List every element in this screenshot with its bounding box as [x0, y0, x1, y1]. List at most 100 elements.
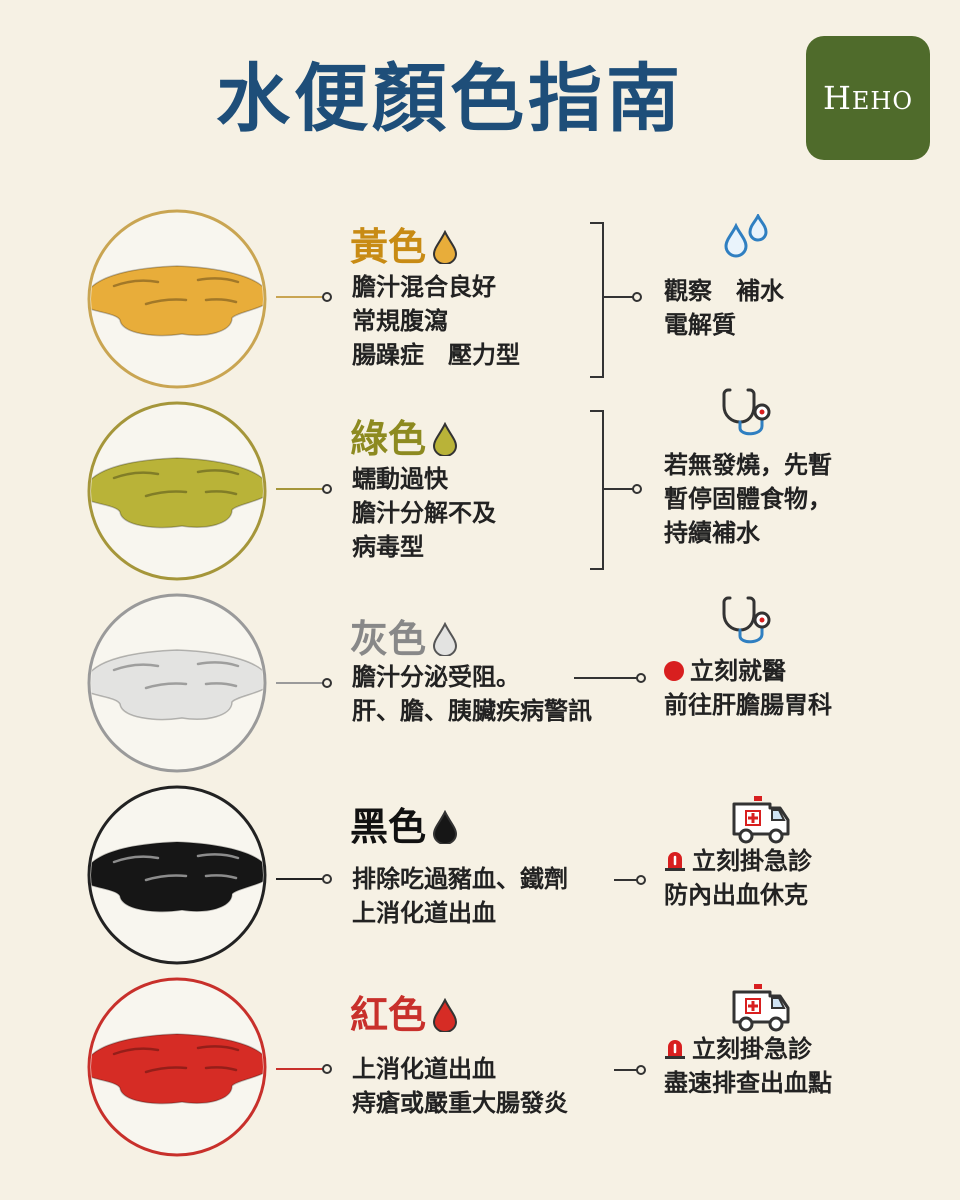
connector-dot	[636, 875, 646, 885]
stool-bowl-icon	[87, 785, 267, 965]
ambulance-icon	[732, 796, 790, 844]
connector-dot	[632, 484, 642, 494]
cause-line: 膽汁分泌受阻。	[352, 663, 520, 691]
alert-icon	[665, 852, 685, 871]
stool-bowl-icon	[87, 209, 267, 389]
stool-bowl-icon	[87, 401, 267, 581]
cause-line: 病毒型	[352, 533, 424, 561]
connector-line	[574, 677, 640, 679]
bracket	[590, 410, 604, 570]
action-text: 觀察 補水	[664, 277, 784, 305]
color-row-3: 灰色膽汁分泌受阻。肝、膽、胰臟疾病警訊 立刻就醫前往肝膽腸胃科	[0, 592, 960, 782]
action-text: 若無發燒，先暫	[664, 451, 832, 479]
connector-dot	[322, 678, 332, 688]
action-text: 立刻掛急診	[692, 847, 812, 875]
connector-dot	[636, 673, 646, 683]
connector-line	[276, 1068, 326, 1070]
connector-line	[276, 878, 326, 880]
cause-line: 膽汁混合良好	[352, 273, 496, 301]
red-dot-icon	[664, 661, 684, 681]
color-name: 灰色	[350, 617, 427, 661]
cause-line: 常規腹瀉	[352, 307, 448, 335]
cause-description: 蠕動過快膽汁分解不及病毒型	[352, 462, 496, 564]
action-text: 持續補水	[664, 519, 760, 547]
color-name: 綠色	[350, 417, 427, 461]
stethoscope-icon	[722, 388, 771, 436]
action-line: 立刻掛急診	[664, 1032, 832, 1066]
action-line: 觀察 補水	[664, 274, 784, 308]
action-text: 電解質	[664, 311, 736, 339]
action-text: 防內出血休克	[664, 881, 808, 909]
action-line: 立刻掛急診	[664, 844, 812, 878]
action-advice: 觀察 補水電解質	[664, 274, 784, 342]
cause-description: 上消化道出血痔瘡或嚴重大腸發炎	[352, 1052, 568, 1120]
water-drops-icon	[724, 214, 768, 258]
connector-line	[276, 296, 326, 298]
action-text: 立刻掛急診	[692, 1035, 812, 1063]
connector-dot	[636, 1065, 646, 1075]
cause-description: 排除吃過豬血、鐵劑上消化道出血	[352, 862, 568, 930]
action-line: 暫停固體食物，	[664, 482, 832, 516]
connector-line	[604, 296, 634, 298]
cause-line: 肝、膽、胰臟疾病警訊	[352, 697, 592, 725]
connector-dot	[322, 874, 332, 884]
cause-description: 膽汁混合良好常規腹瀉腸躁症 壓力型	[352, 270, 520, 372]
cause-line: 腸躁症 壓力型	[352, 341, 520, 369]
stool-bowl-icon	[87, 593, 267, 773]
color-name: 黃色	[350, 225, 427, 269]
connector-line	[614, 1069, 640, 1071]
bracket	[590, 222, 604, 378]
stool-bowl-icon	[87, 977, 267, 1157]
color-name: 黑色	[350, 805, 427, 849]
drop-icon	[433, 998, 458, 1032]
action-text: 前往肝膽腸胃科	[664, 691, 832, 719]
connector-line	[604, 488, 634, 490]
cause-line: 痔瘡或嚴重大腸發炎	[352, 1089, 568, 1117]
drop-icon	[433, 230, 458, 264]
color-row-1: 黃色膽汁混合良好常規腹瀉腸躁症 壓力型 觀察 補水電解質	[0, 208, 960, 398]
drop-icon	[433, 810, 458, 844]
action-text: 盡速排查出血點	[664, 1069, 832, 1097]
cause-line: 上消化道出血	[352, 899, 496, 927]
color-row-2: 綠色蠕動過快膽汁分解不及病毒型 若無發燒，先暫暫停固體食物， 持續補水	[0, 388, 960, 590]
action-advice: 若無發燒，先暫暫停固體食物， 持續補水	[664, 448, 832, 550]
connector-line	[276, 682, 326, 684]
action-advice: 立刻掛急診盡速排查出血點	[664, 1032, 832, 1100]
heho-logo: HEHO	[806, 36, 930, 160]
cause-line: 排除吃過豬血、鐵劑	[352, 865, 568, 893]
action-advice: 立刻掛急診防內出血休克	[664, 844, 812, 912]
color-row-4: 黑色排除吃過豬血、鐵劑上消化道出血 立刻掛急診防內出血休克	[0, 784, 960, 974]
cause-description: 膽汁分泌受阻。肝、膽、胰臟疾病警訊	[352, 660, 592, 728]
color-heading: 黃色	[350, 228, 458, 266]
cause-line: 膽汁分解不及	[352, 499, 496, 527]
color-row-5: 紅色上消化道出血痔瘡或嚴重大腸發炎 立刻掛急診盡速排查出血點	[0, 976, 960, 1166]
connector-dot	[632, 292, 642, 302]
drop-icon	[433, 422, 458, 456]
action-advice: 立刻就醫前往肝膽腸胃科	[664, 654, 832, 722]
connector-line	[614, 879, 640, 881]
action-line: 持續補水	[664, 516, 832, 550]
cause-line: 上消化道出血	[352, 1055, 496, 1083]
action-line: 前往肝膽腸胃科	[664, 688, 832, 722]
color-heading: 綠色	[350, 420, 458, 458]
connector-dot	[322, 292, 332, 302]
action-line: 防內出血休克	[664, 878, 812, 912]
action-line: 若無發燒，先暫	[664, 448, 832, 482]
action-text: 立刻就醫	[690, 657, 786, 685]
color-heading: 紅色	[350, 996, 458, 1034]
connector-dot	[322, 484, 332, 494]
color-heading: 黑色	[350, 808, 458, 846]
cause-line: 蠕動過快	[352, 465, 448, 493]
page-title: 水便顏色指南	[216, 56, 684, 142]
color-name: 紅色	[350, 993, 427, 1037]
action-text: 暫停固體食物，	[664, 485, 832, 513]
drop-icon	[433, 622, 458, 656]
action-line: 立刻就醫	[664, 654, 832, 688]
action-line: 盡速排查出血點	[664, 1066, 832, 1100]
alert-icon	[665, 1040, 685, 1059]
stethoscope-icon	[722, 596, 771, 644]
ambulance-icon	[732, 984, 790, 1032]
color-heading: 灰色	[350, 620, 458, 658]
connector-line	[276, 488, 326, 490]
connector-dot	[322, 1064, 332, 1074]
